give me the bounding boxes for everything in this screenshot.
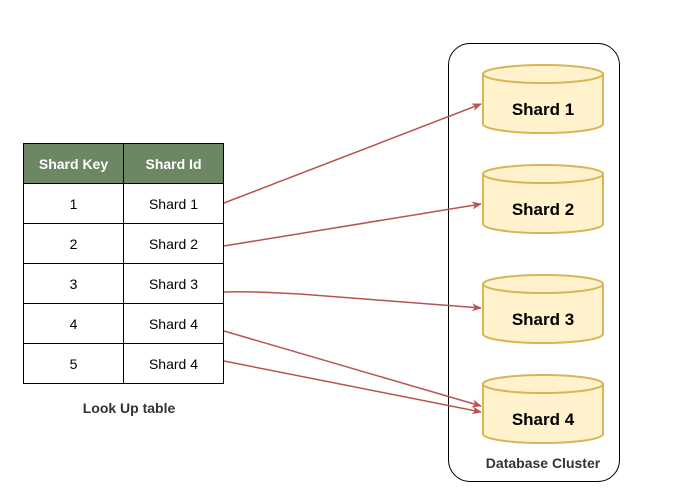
- shard-3-label: Shard 3: [512, 310, 574, 329]
- shard-id-cell: Shard 4: [123, 343, 224, 384]
- arrow-row3-to-shard3: [223, 291, 482, 312]
- arrow-row5-to-shard4: [223, 360, 482, 415]
- shard-id-cell: Shard 3: [123, 263, 224, 304]
- shard-1-label: Shard 1: [512, 100, 574, 119]
- arrow-row2-to-shard2: [223, 201, 482, 247]
- table-row: 2 Shard 2: [23, 223, 224, 264]
- shard-4-label: Shard 4: [512, 410, 575, 429]
- lookup-table-caption: Look Up table: [82, 400, 176, 416]
- table-row: 1 Shard 1: [23, 183, 224, 224]
- shard-id-cell: Shard 4: [123, 303, 224, 344]
- shard-id-cell: Shard 1: [123, 183, 224, 224]
- arrow-row4-to-shard4: [223, 330, 482, 408]
- database-cluster-container: [448, 43, 620, 482]
- shard-1-database-icon: Shard 1: [482, 64, 604, 134]
- table-row: 4 Shard 4: [23, 303, 224, 344]
- shard-key-cell: 5: [23, 343, 124, 384]
- shard-2-label: Shard 2: [512, 200, 574, 219]
- arrow-row1-to-shard1: [223, 103, 482, 204]
- header-shard-id: Shard Id: [123, 143, 224, 184]
- lookup-table: Shard Key Shard Id 1 Shard 1 2 Shard 2 3…: [23, 143, 224, 384]
- cluster-label: Database Cluster: [485, 455, 601, 471]
- table-row: 3 Shard 3: [23, 263, 224, 304]
- shard-key-cell: 3: [23, 263, 124, 304]
- shard-2-database-icon: Shard 2: [482, 164, 604, 234]
- table-row: 5 Shard 4: [23, 343, 224, 384]
- shard-id-cell: Shard 2: [123, 223, 224, 264]
- shard-3-database-icon: Shard 3: [482, 274, 604, 344]
- shard-4-database-icon: Shard 4: [482, 374, 604, 444]
